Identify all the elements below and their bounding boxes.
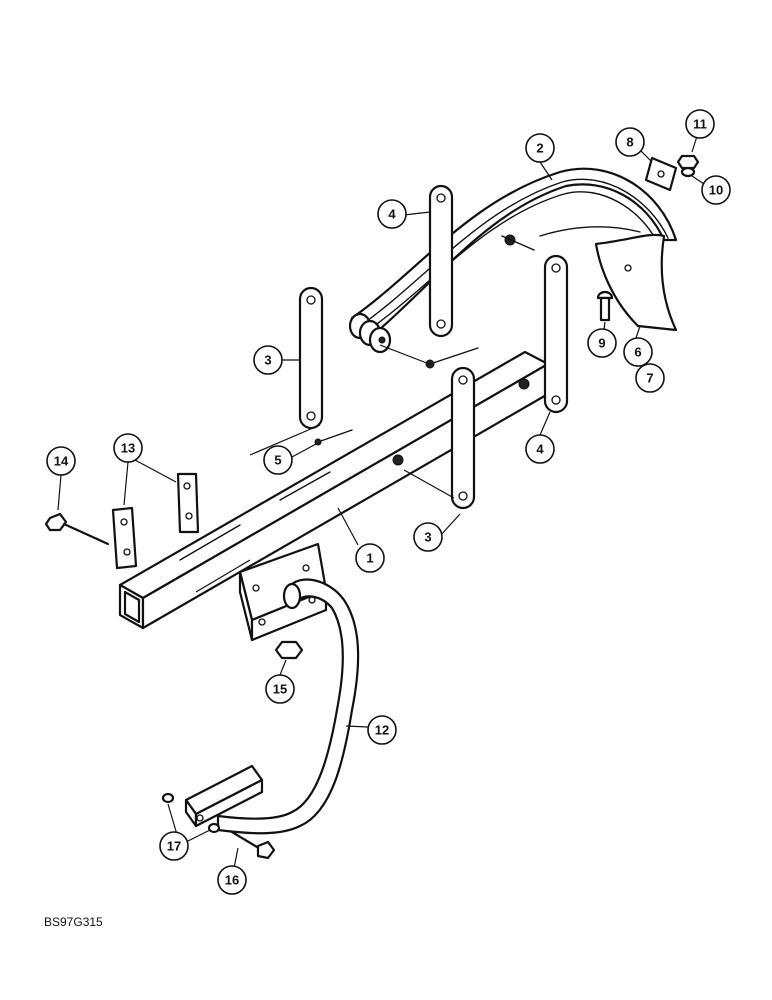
svg-text:3: 3 [424, 530, 431, 545]
spacer-block-left [111, 506, 138, 570]
callout-6: 6 [623, 337, 653, 367]
lock-washer [680, 166, 696, 178]
svg-text:10: 10 [709, 183, 723, 198]
svg-text:3: 3 [264, 353, 271, 368]
spacer-block-right [176, 472, 200, 534]
svg-text:1: 1 [366, 551, 373, 566]
svg-text:6: 6 [634, 345, 641, 360]
hex-nut-small [676, 154, 700, 170]
svg-text:9: 9 [598, 336, 605, 351]
svg-text:12: 12 [375, 723, 389, 738]
figure-reference-code: BS97G315 [44, 915, 103, 929]
carriage-bolt [596, 290, 614, 322]
svg-text:8: 8 [626, 135, 633, 150]
callout-10: 10 [701, 175, 731, 205]
svg-text:14: 14 [54, 454, 69, 469]
svg-text:7: 7 [646, 371, 653, 386]
svg-text:5: 5 [274, 453, 281, 468]
clamp-plate [644, 156, 678, 192]
callout-3-lower: 3 [413, 522, 443, 552]
hex-nut [274, 640, 304, 660]
spring-tine [348, 167, 678, 354]
callout-14: 14 [46, 446, 76, 476]
lock-washer-lower [207, 822, 221, 834]
pivot-pin-tine [501, 235, 535, 251]
hex-bolt-long [44, 512, 110, 546]
svg-text:13: 13 [121, 441, 135, 456]
mounting-plate [238, 542, 328, 642]
link-strap-front-left [450, 366, 476, 510]
link-strap-front-right [543, 254, 569, 414]
link-strap-rear-right [428, 184, 454, 338]
svg-text:17: 17 [167, 839, 181, 854]
callout-1: 1 [355, 543, 385, 573]
callout-9: 9 [587, 328, 617, 358]
callout-3-upper: 3 [253, 345, 283, 375]
svg-text:11: 11 [693, 117, 707, 132]
square-tube-beam [118, 350, 550, 630]
link-strap-rear-left [298, 286, 324, 430]
tine-point-shovel [594, 233, 678, 332]
callout-12: 12 [367, 715, 397, 745]
callout-17: 17 [159, 831, 189, 861]
callout-7: 7 [635, 363, 665, 393]
svg-text:2: 2 [536, 141, 543, 156]
lock-washer-upper [161, 792, 175, 804]
callout-13: 13 [113, 433, 143, 463]
lower-clamp-block [184, 764, 264, 828]
hex-bolt-short [230, 830, 276, 860]
svg-text:4: 4 [536, 442, 544, 457]
callout-4-lower: 4 [525, 434, 555, 464]
svg-text:4: 4 [388, 207, 396, 222]
pivot-pin-upper [425, 347, 479, 369]
callout-16: 16 [217, 865, 247, 895]
svg-text:16: 16 [225, 873, 239, 888]
callout-2: 2 [525, 133, 555, 163]
leader-lines [57, 132, 705, 869]
callout-15: 15 [265, 674, 295, 704]
callout-5: 5 [263, 445, 293, 475]
svg-text:15: 15 [273, 682, 287, 697]
callout-8: 8 [615, 127, 645, 157]
callout-4-upper: 4 [377, 199, 407, 229]
pivot-pin-lower [314, 429, 353, 446]
callout-11: 11 [685, 109, 715, 139]
